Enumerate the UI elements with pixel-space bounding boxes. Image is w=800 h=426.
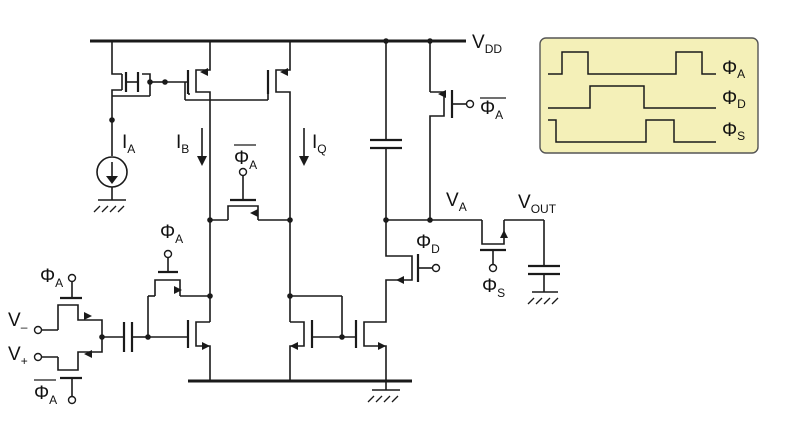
ia-label: IA (122, 132, 135, 156)
phi-a-bar-right-label: ΦA (480, 98, 503, 122)
ib-label: IB (176, 132, 189, 156)
timing-label-phi-d: ΦD (722, 88, 746, 111)
input-stage: ΦA (99, 220, 213, 381)
timing-label-phi-s: ΦS (722, 120, 745, 143)
iq-label: IQ (312, 132, 327, 156)
bias-current-source: IA (93, 116, 135, 213)
phi-s-label: ΦS (482, 276, 505, 300)
phi-d-waveform (548, 85, 716, 109)
va-label: VA (446, 190, 467, 214)
timing-diagram: ΦA ΦD ΦS (539, 37, 759, 154)
phi-a-waveform (548, 51, 716, 75)
pmos-mirror (111, 41, 291, 220)
input-switches: ΦA V– V+ ΦA (8, 266, 103, 407)
timing-label-phi-a: ΦA (722, 58, 745, 81)
output-stage: ΦD ΦA VA ΦS (367, 38, 560, 403)
vminus-label: V– (8, 310, 28, 334)
phi-d-label: ΦD (416, 232, 440, 256)
phi-a-mid-label: ΦA (160, 222, 183, 246)
phi-a-bar-center-label: ΦA (234, 148, 257, 172)
center-reset-switch: ΦA (207, 144, 293, 223)
phi-a-bar-left-label: ΦA (34, 383, 57, 407)
timing-box (539, 37, 759, 154)
phi-s-waveform (548, 119, 716, 143)
phi-a-left-label: ΦA (40, 266, 63, 290)
nmos-mirror (287, 220, 387, 381)
vplus-label: V+ (8, 344, 28, 368)
vdd-label: VDD (472, 32, 502, 56)
vout-label: VOUT (518, 192, 557, 216)
